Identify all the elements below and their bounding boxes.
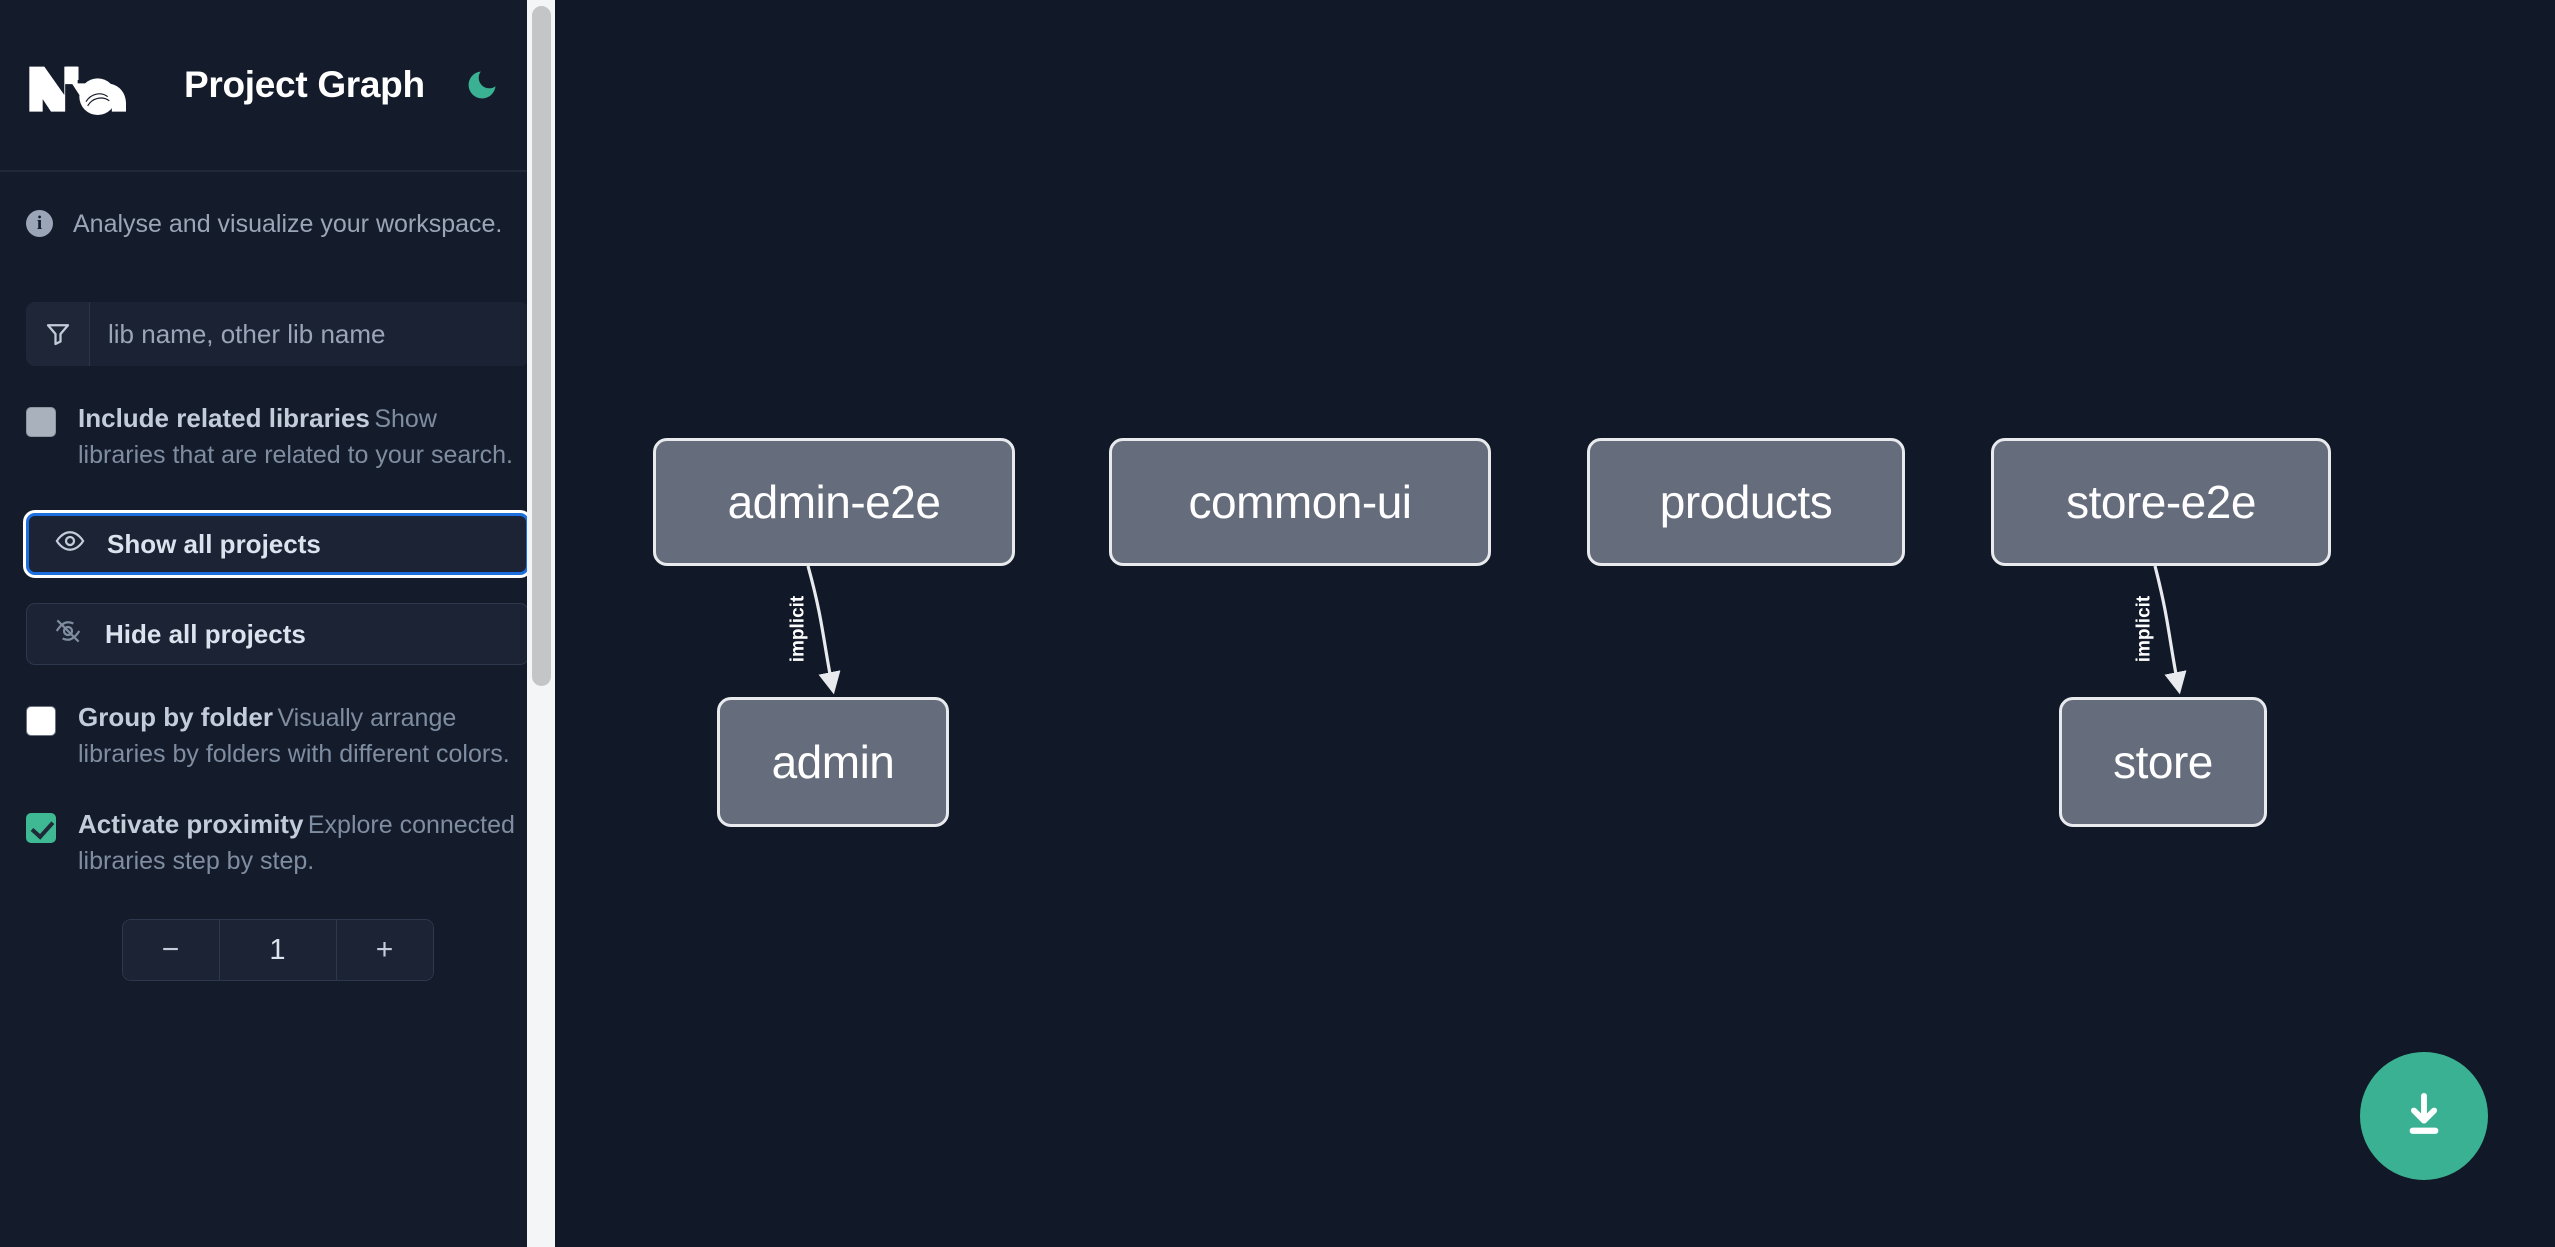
sidebar-scrollbar-thumb[interactable] <box>532 6 551 686</box>
filter-funnel-icon <box>26 302 90 366</box>
hide-all-projects-button[interactable]: Hide all projects <box>26 603 529 665</box>
graph-node-admin[interactable]: admin <box>717 697 949 827</box>
graph-node-store-e2e[interactable]: store-e2e <box>1991 438 2331 566</box>
show-all-projects-button[interactable]: Show all projects <box>26 513 529 575</box>
edge-label-admin-implicit: implicit <box>787 595 809 663</box>
info-icon: i <box>26 210 53 237</box>
proximity-stepper-wrap: − 1 + <box>26 919 529 1021</box>
search-input[interactable] <box>90 302 529 366</box>
graph-canvas[interactable]: admin-e2e common-ui products store-e2e a… <box>555 0 2555 1247</box>
checkbox-group-by-folder[interactable] <box>26 706 56 736</box>
option-title: Group by folder <box>78 702 273 732</box>
node-label: admin <box>771 736 895 788</box>
checkbox-include-related-libraries[interactable] <box>26 407 56 437</box>
option-title: Include related libraries <box>78 403 370 433</box>
node-label: store <box>2113 736 2213 788</box>
proximity-stepper: − 1 + <box>121 919 434 981</box>
hide-all-projects-label: Hide all projects <box>105 618 306 649</box>
option-subtitle: Explore connected libraries step by step… <box>78 811 515 875</box>
download-icon <box>2397 1088 2451 1145</box>
sidebar-scrollbar[interactable] <box>527 0 555 1247</box>
node-label: common-ui <box>1188 476 1412 528</box>
option-include-related-libraries[interactable]: Include related libraries Show libraries… <box>26 402 529 473</box>
eye-off-icon <box>53 616 83 653</box>
filter-input-group[interactable] <box>26 302 529 366</box>
workspace-description: i Analyse and visualize your workspace. <box>26 172 529 280</box>
app-title: Project Graph <box>184 64 425 105</box>
download-button[interactable] <box>2360 1052 2488 1180</box>
workspace-description-text: Analyse and visualize your workspace. <box>73 210 503 238</box>
graph-node-admin-e2e[interactable]: admin-e2e <box>653 438 1015 566</box>
option-activate-proximity[interactable]: Activate proximity Explore connected lib… <box>26 808 529 879</box>
edge-label-store-implicit: implicit <box>2133 595 2155 663</box>
eye-icon <box>55 526 85 563</box>
graph-node-products[interactable]: products <box>1587 438 1905 566</box>
graph-edges <box>806 565 2187 695</box>
option-subtitle: Visually arrange libraries by folders wi… <box>78 704 510 768</box>
graph-node-common-ui[interactable]: common-ui <box>1109 438 1491 566</box>
node-label: admin-e2e <box>727 476 941 528</box>
stepper-value: 1 <box>218 920 337 980</box>
option-subtitle: Show libraries that are related to your … <box>78 405 513 469</box>
visibility-button-group: Show all projects Hide all projects <box>26 513 529 665</box>
node-label: store-e2e <box>2066 476 2256 528</box>
increment-button[interactable]: + <box>336 920 433 980</box>
show-all-projects-label: Show all projects <box>107 528 321 559</box>
node-label: products <box>1659 476 1833 528</box>
graph-node-store[interactable]: store <box>2059 697 2267 827</box>
sidebar-header: Project Graph <box>0 0 555 172</box>
nx-logo-icon <box>26 51 126 119</box>
option-group-by-folder[interactable]: Group by folder Visually arrange librari… <box>26 701 529 772</box>
option-title: Activate proximity <box>78 809 304 839</box>
sidebar: Project Graph i Analyse and visualize yo… <box>0 0 555 1247</box>
moon-icon[interactable] <box>462 65 502 105</box>
decrement-button[interactable]: − <box>122 920 219 980</box>
checkbox-activate-proximity[interactable] <box>26 813 56 843</box>
